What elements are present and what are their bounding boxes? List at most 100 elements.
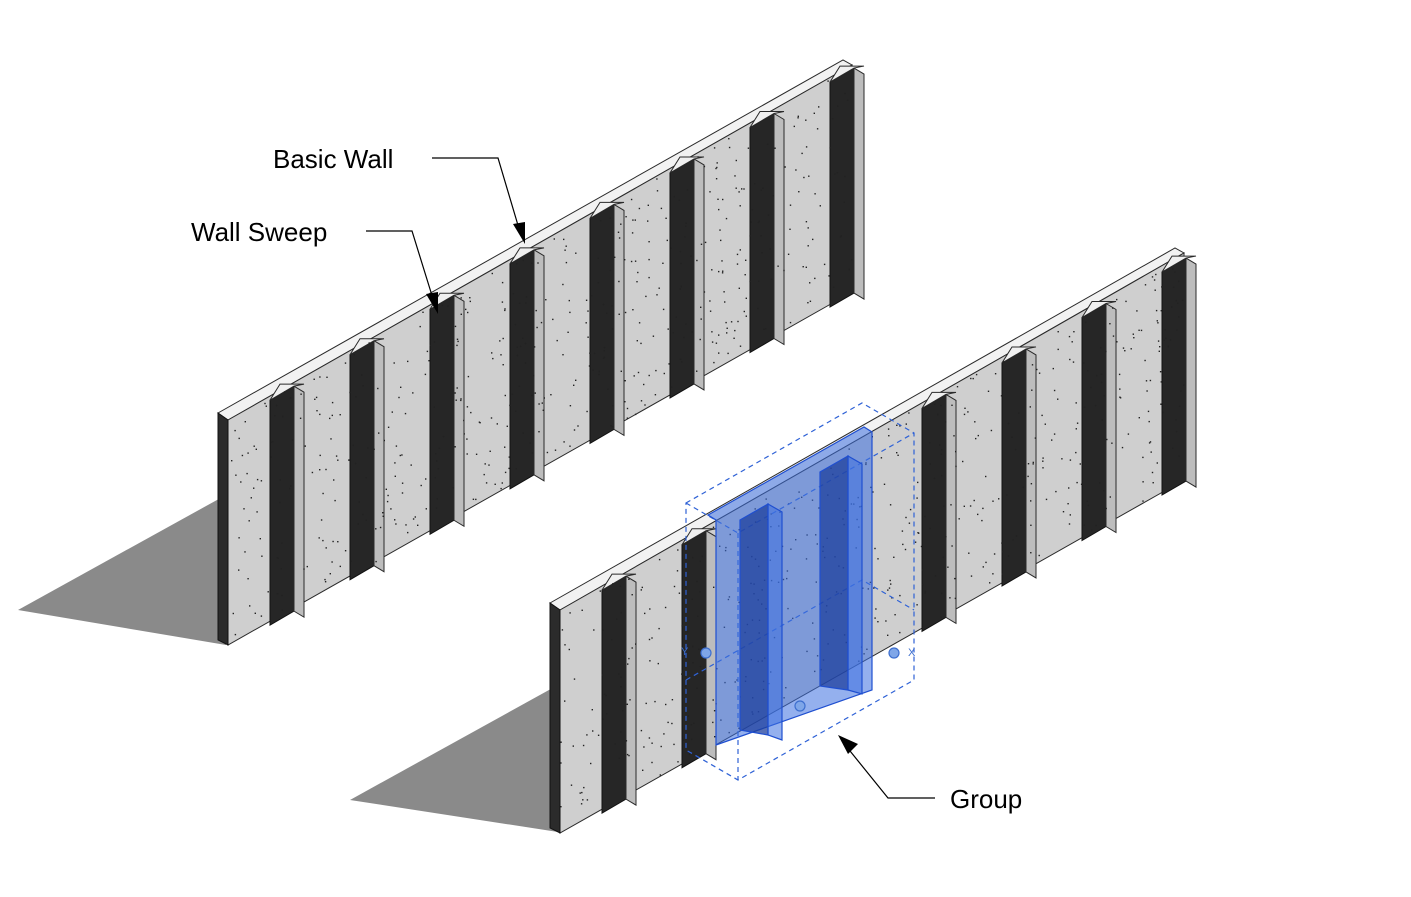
concrete-speckle [992,573,994,575]
concrete-speckle [573,384,575,386]
concrete-speckle [1085,321,1087,324]
concrete-speckle [1103,490,1105,492]
concrete-speckle [456,344,458,347]
concrete-speckle [940,453,943,455]
concrete-speckle [611,639,613,641]
concrete-speckle [736,263,739,265]
concrete-speckle [714,736,716,738]
concrete-speckle [303,568,305,570]
concrete-speckle [851,259,853,261]
group-grip-left[interactable] [700,647,712,659]
concrete-speckle [651,761,653,764]
concrete-speckle [760,189,762,191]
concrete-speckle [631,594,633,596]
concrete-speckle [721,272,724,274]
concrete-speckle [422,311,424,313]
concrete-speckle [563,441,565,443]
concrete-speckle [727,352,729,355]
concrete-speckle [1150,451,1152,453]
concrete-speckle [435,507,438,509]
concrete-speckle [818,106,820,108]
concrete-speckle [420,484,422,487]
wall-sweep-side [1105,302,1117,534]
concrete-speckle [758,220,760,223]
concrete-speckle [654,394,657,396]
concrete-speckle [634,413,637,416]
concrete-speckle [802,266,804,268]
wall-sweep-top [1081,301,1117,318]
concrete-speckle [238,437,240,440]
wall-sweep-face [601,575,627,815]
concrete-speckle [640,729,643,732]
concrete-speckle [516,354,519,357]
concrete-speckle [1011,436,1013,438]
group-grip-origin[interactable] [794,700,806,712]
concrete-speckle [1118,373,1121,376]
concrete-speckle [393,362,395,364]
concrete-speckle [398,396,400,399]
concrete-speckle [724,301,726,303]
concrete-speckle [490,417,493,419]
concrete-speckle [658,627,660,630]
concrete-speckle [955,465,957,468]
concrete-speckle [231,460,233,462]
wall-sweep-top [1161,255,1197,273]
concrete-speckle [975,373,978,376]
concrete-speckle [954,577,956,580]
concrete-speckle [666,239,668,242]
concrete-speckle [573,678,576,680]
concrete-speckle [412,392,414,394]
concrete-speckle [1044,423,1046,425]
concrete-speckle [1156,320,1158,322]
concrete-speckle [1095,524,1097,527]
concrete-speckle [751,209,754,211]
concrete-speckle [620,223,622,225]
concrete-speckle [683,336,685,339]
concrete-speckle [745,297,747,299]
concrete-speckle [929,463,931,465]
group-selection[interactable]: Y X [681,402,916,781]
concrete-speckle [1036,368,1038,371]
concrete-speckle [668,363,670,365]
concrete-speckle [331,414,333,417]
concrete-speckle [235,474,237,476]
concrete-speckle [563,238,565,241]
concrete-speckle [693,722,695,724]
concrete-speckle [565,261,568,264]
concrete-speckle [529,442,531,444]
concrete-speckle [271,441,274,443]
concrete-speckle [1053,433,1056,435]
concrete-speckle [1100,373,1103,375]
concrete-speckle [270,456,272,458]
concrete-speckle [1172,286,1175,288]
concrete-speckle [509,404,511,407]
group-sweep-2-side [847,454,863,695]
concrete-speckle [711,341,714,343]
concrete-speckle [455,399,457,401]
concrete-speckle [679,288,681,290]
concrete-speckle [606,713,608,715]
concrete-speckle [394,519,396,521]
concrete-speckle [469,297,471,299]
concrete-speckle [722,198,724,201]
concrete-speckle [637,271,639,274]
concrete-speckle [1125,300,1127,303]
wall-sweep-face [921,393,947,633]
concrete-speckle [887,634,889,636]
concrete-speckle [709,310,712,312]
concrete-speckle [569,445,571,447]
concrete-speckle [1164,329,1166,331]
concrete-speckle [887,589,889,591]
concrete-speckle [635,643,637,645]
group-grip-right[interactable] [888,647,900,659]
concrete-speckle [589,352,591,354]
concrete-speckle [500,354,502,356]
concrete-speckle [805,266,807,268]
concrete-speckle [447,305,449,307]
concrete-speckle [603,346,606,349]
concrete-speckle [546,451,549,454]
concrete-speckle [634,219,636,221]
concrete-speckle [496,423,498,425]
concrete-speckle [485,482,488,484]
concrete-speckle [1072,361,1075,363]
